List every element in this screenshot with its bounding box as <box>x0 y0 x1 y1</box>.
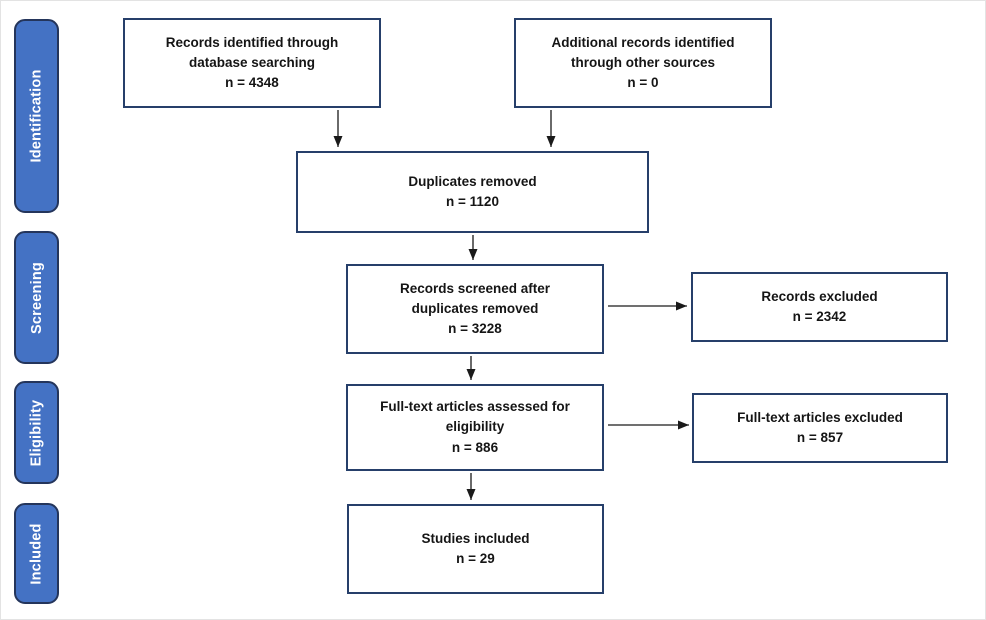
box-records-excluded: Records excluded n = 2342 <box>691 272 948 342</box>
box-duplicates-removed-label: Duplicates removed <box>408 173 537 189</box>
stage-screening-label: Screening <box>28 261 45 334</box>
stage-eligibility-label: Eligibility <box>28 399 45 466</box>
box-other-sources: Additional records identified through ot… <box>514 18 772 108</box>
box-fulltext-excluded: Full-text articles excluded n = 857 <box>692 393 948 463</box>
box-records-excluded-count: n = 2342 <box>792 309 847 324</box>
box-duplicates-removed: Duplicates removed n = 1120 <box>296 151 649 233</box>
stage-eligibility: Eligibility <box>14 381 59 484</box>
box-db-search-label: Records identified through database sear… <box>165 34 339 70</box>
stage-included-label: Included <box>28 522 45 585</box>
stage-included: Included <box>14 503 59 604</box>
box-records-screened-count: n = 3228 <box>448 321 502 337</box>
box-other-sources-label: Additional records identified through ot… <box>551 34 735 70</box>
box-records-excluded-label: Records excluded <box>761 288 878 304</box>
stage-screening: Screening <box>14 231 59 364</box>
box-studies-included-label: Studies included <box>421 530 530 546</box>
box-fulltext-assessed-label: Full-text articles assessed for eligibil… <box>380 399 570 435</box>
box-other-sources-count: n = 0 <box>627 75 659 91</box>
box-db-search: Records identified through database sear… <box>123 18 381 108</box>
stage-identification-label: Identification <box>28 69 45 163</box>
box-fulltext-assessed-count: n = 886 <box>451 439 499 455</box>
box-records-screened-label: Records screened after duplicates remove… <box>399 280 551 316</box>
box-studies-included-count: n = 29 <box>456 551 495 566</box>
box-records-screened: Records screened after duplicates remove… <box>346 264 604 354</box>
box-studies-included: Studies included n = 29 <box>347 504 604 594</box>
box-fulltext-excluded-count: n = 857 <box>796 430 844 445</box>
stage-identification: Identification <box>14 19 59 213</box>
box-duplicates-removed-count: n = 1120 <box>446 194 499 209</box>
box-fulltext-excluded-label: Full-text articles excluded <box>737 409 903 425</box>
box-db-search-count: n = 4348 <box>225 75 279 91</box>
box-fulltext-assessed: Full-text articles assessed for eligibil… <box>346 384 604 471</box>
